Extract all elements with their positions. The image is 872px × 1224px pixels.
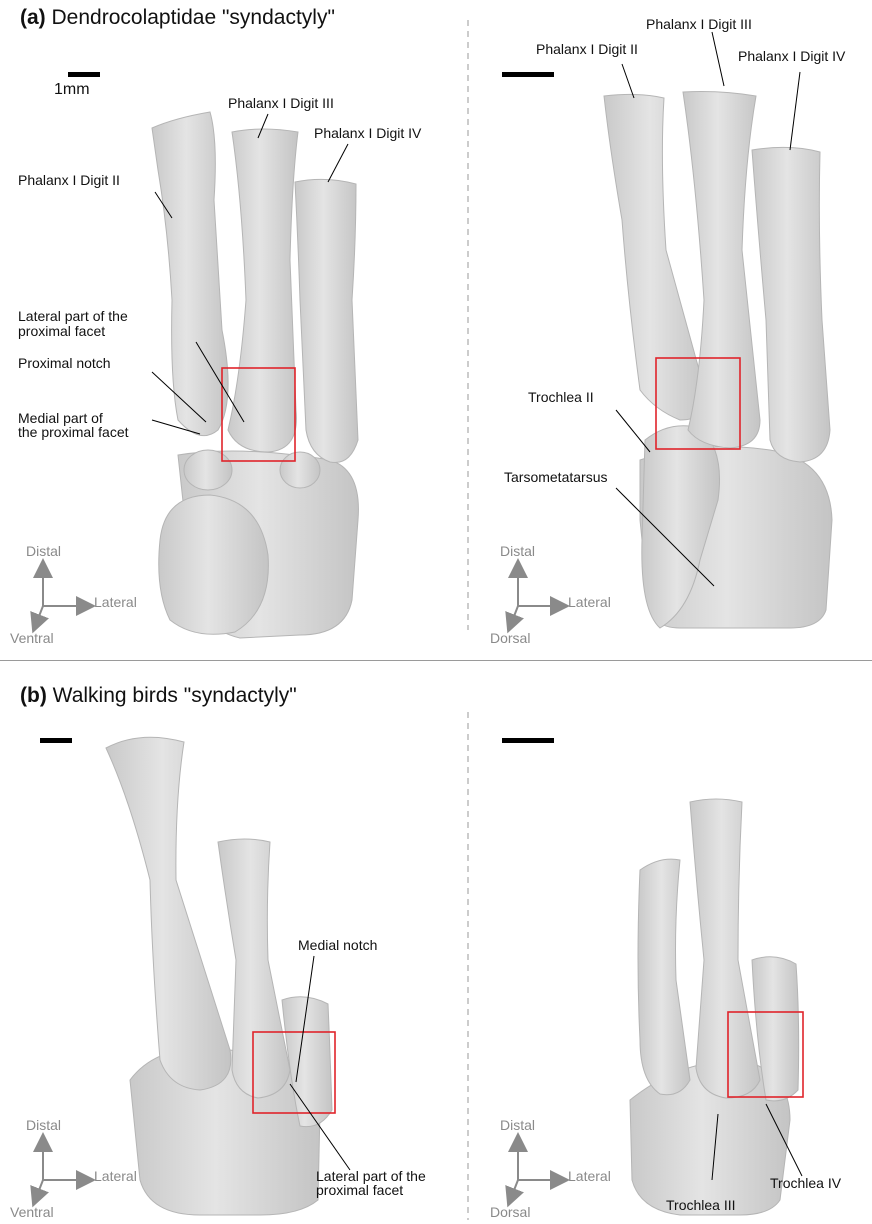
label-phalanx-digit-iii-right: Phalanx I Digit III bbox=[646, 17, 752, 32]
axis-label-distal-b-right: Distal bbox=[500, 1117, 535, 1133]
panel-a-title: (a) Dendrocolaptidae "syndactyly" bbox=[20, 6, 335, 30]
leader-digit-iii-a-right bbox=[712, 32, 724, 86]
panel-a-letter: (a) bbox=[20, 6, 46, 29]
axis-label-lateral-b-left: Lateral bbox=[94, 1168, 137, 1184]
label-phalanx-digit-ii-right: Phalanx I Digit II bbox=[536, 42, 638, 57]
hallux-trochlea-bone bbox=[159, 495, 269, 634]
label-phalanx-digit-ii: Phalanx I Digit II bbox=[18, 173, 120, 188]
axis-label-lateral-a-left: Lateral bbox=[94, 594, 137, 610]
leader-trochlea-ii-a bbox=[616, 410, 650, 452]
leader-digit-iv-a-right bbox=[790, 72, 800, 150]
phalanx-digit-iv-bone-right bbox=[752, 147, 830, 462]
scale-bar-a-right bbox=[502, 72, 554, 77]
label-medial-facet-line2: the proximal facet bbox=[18, 425, 129, 440]
label-trochlea-iv: Trochlea IV bbox=[770, 1176, 841, 1191]
scale-bar-b-left bbox=[40, 738, 72, 743]
bone-group-a-left bbox=[152, 112, 358, 638]
scale-bar-b-right bbox=[502, 738, 554, 743]
bone-group-b-left bbox=[106, 737, 332, 1215]
axis-label-distal-b-left: Distal bbox=[26, 1117, 61, 1133]
panel-b-title: (b) Walking birds "syndactyly" bbox=[20, 684, 297, 708]
axis-label-lateral-b-right: Lateral bbox=[568, 1168, 611, 1184]
label-phalanx-digit-iii: Phalanx I Digit III bbox=[228, 96, 334, 111]
bone-group-a-right bbox=[604, 92, 832, 629]
leader-digit-ii-a-right bbox=[622, 64, 634, 98]
panel-separator bbox=[0, 660, 872, 661]
axis-label-dorsal-b-right: Dorsal bbox=[490, 1204, 530, 1220]
label-lateral-facet-b-line2: proximal facet bbox=[316, 1183, 403, 1198]
scale-label: 1mm bbox=[54, 82, 90, 97]
trochlea-a-left-2 bbox=[280, 452, 320, 488]
panel-a-title-text: Dendrocolaptidae "syndactyly" bbox=[52, 6, 335, 29]
phalanx-digit-iii-bone-b-right bbox=[690, 799, 760, 1098]
axis-label-distal-a-right: Distal bbox=[500, 543, 535, 559]
axis-glyph-b-right bbox=[511, 1142, 560, 1198]
trochlea-a-left-1 bbox=[184, 450, 232, 490]
axis-label-ventral-b-left: Ventral bbox=[10, 1204, 54, 1220]
label-trochlea-ii: Trochlea II bbox=[528, 390, 594, 405]
phalanx-digit-iv-bone bbox=[295, 179, 358, 462]
axis-label-ventral-a-left: Ventral bbox=[10, 630, 54, 646]
axis-glyph-a-right bbox=[511, 568, 560, 624]
label-phalanx-digit-iv-right: Phalanx I Digit IV bbox=[738, 49, 845, 64]
phalanx-digit-iii-bone bbox=[228, 129, 298, 452]
label-tarsometatarsus: Tarsometatarsus bbox=[504, 470, 607, 485]
scale-bar-a-left bbox=[68, 72, 100, 77]
phalanx-digit-ii-bone-b-right bbox=[638, 859, 690, 1095]
axis-label-lateral-a-right: Lateral bbox=[568, 594, 611, 610]
axis-label-dorsal-a-right: Dorsal bbox=[490, 630, 530, 646]
label-proximal-notch: Proximal notch bbox=[18, 356, 111, 371]
hallux-bone-b bbox=[106, 737, 231, 1090]
label-phalanx-digit-iv: Phalanx I Digit IV bbox=[314, 126, 421, 141]
axis-glyph-b-left bbox=[36, 1142, 86, 1198]
label-lateral-facet-line2: proximal facet bbox=[18, 324, 105, 339]
label-lateral-facet-line1: Lateral part of the bbox=[18, 309, 128, 324]
phalanx-digit-ii-bone bbox=[152, 112, 228, 436]
axis-glyph-a-left bbox=[36, 568, 86, 624]
leader-digit-iv-a bbox=[328, 144, 348, 182]
label-medial-notch: Medial notch bbox=[298, 938, 377, 953]
panel-b-title-text: Walking birds "syndactyly" bbox=[53, 684, 297, 707]
axis-label-distal-a-left: Distal bbox=[26, 543, 61, 559]
label-trochlea-iii: Trochlea III bbox=[666, 1198, 736, 1213]
panel-b-letter: (b) bbox=[20, 684, 47, 707]
phalanx-digit-iii-bone-right bbox=[683, 92, 760, 449]
